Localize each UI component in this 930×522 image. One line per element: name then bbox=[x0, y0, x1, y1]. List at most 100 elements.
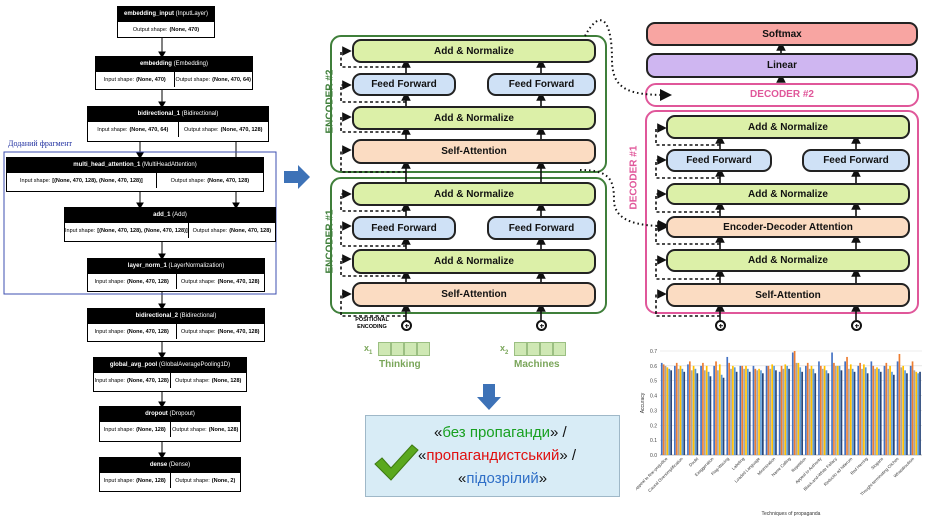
bar bbox=[823, 365, 826, 455]
enc1-self-attention: Self-Attention bbox=[352, 282, 596, 307]
bar bbox=[893, 374, 895, 455]
bar bbox=[791, 352, 794, 455]
softmax-block: Softmax bbox=[646, 22, 918, 46]
bar bbox=[762, 373, 764, 455]
bar bbox=[773, 365, 775, 455]
checkmark-icon bbox=[374, 444, 419, 481]
bar bbox=[687, 364, 689, 455]
enc2-add-normalize-top: Add & Normalize bbox=[352, 39, 596, 63]
bar bbox=[690, 370, 693, 455]
enc1-feed-forward-2: Feed Forward bbox=[487, 216, 596, 240]
layer-multi-head-attention: multi_head_attention_1 (MultiHeadAttenti… bbox=[6, 157, 264, 192]
y-tick-label: 0.6 bbox=[650, 364, 657, 370]
x-tick-label: Doubt bbox=[688, 456, 700, 468]
bar bbox=[674, 365, 676, 455]
bar bbox=[831, 352, 833, 455]
input-embedding-2 bbox=[514, 342, 566, 356]
dec1-self-attention: Self-Attention bbox=[666, 283, 910, 307]
result-line-propaganda: «пропагандистський» / bbox=[418, 447, 577, 464]
bar bbox=[771, 364, 774, 455]
y-tick-label: 0.3 bbox=[650, 408, 657, 414]
layer-bidirectional-1: bidirectional_1 (Bidirectional) Input sh… bbox=[87, 106, 269, 142]
bar bbox=[726, 356, 729, 455]
bar bbox=[836, 365, 839, 455]
bar bbox=[913, 370, 916, 455]
positional-encoding-label: POSITIONAL ENCODING bbox=[355, 317, 389, 330]
bar bbox=[887, 368, 890, 455]
bar bbox=[917, 373, 920, 455]
enc1-add-normalize-bottom: Add & Normalize bbox=[352, 249, 596, 274]
bar bbox=[760, 370, 762, 455]
enc2-self-attention: Self-Attention bbox=[352, 139, 596, 164]
bar bbox=[805, 365, 807, 455]
bar bbox=[874, 368, 876, 455]
y-axis-label: Accuracy bbox=[640, 392, 646, 413]
layer-global-avg-pool: global_avg_pool (GlobalAveragePooling1D)… bbox=[93, 357, 247, 392]
enc1-feed-forward-1: Feed Forward bbox=[352, 216, 456, 240]
bar bbox=[883, 365, 886, 455]
bar bbox=[870, 361, 873, 455]
bar bbox=[915, 371, 918, 455]
bar bbox=[752, 365, 755, 455]
bar bbox=[718, 364, 721, 455]
keras-connectors bbox=[3, 38, 277, 459]
bar bbox=[700, 365, 702, 455]
bar bbox=[758, 368, 760, 455]
bar bbox=[904, 370, 906, 455]
bar bbox=[833, 362, 835, 455]
bar bbox=[677, 368, 680, 455]
plus-icon bbox=[715, 320, 726, 331]
bar bbox=[806, 362, 809, 455]
y-tick-label: 0.5 bbox=[650, 379, 657, 385]
dec1-add-normalize-middle: Add & Normalize bbox=[666, 183, 910, 205]
bar bbox=[859, 362, 861, 455]
bar bbox=[733, 367, 736, 455]
bar bbox=[730, 368, 732, 455]
bar bbox=[743, 368, 745, 455]
bar bbox=[848, 368, 850, 455]
bar bbox=[666, 367, 669, 455]
bar bbox=[702, 362, 704, 455]
decoder2-label: DECODER #2 bbox=[750, 89, 814, 100]
bar bbox=[662, 364, 665, 455]
bar bbox=[849, 364, 852, 455]
bar bbox=[902, 365, 905, 455]
bar bbox=[660, 362, 663, 455]
bar bbox=[681, 368, 684, 455]
bar bbox=[840, 370, 843, 455]
bar bbox=[688, 361, 691, 455]
bar bbox=[906, 373, 908, 455]
bar bbox=[786, 365, 789, 455]
bar bbox=[692, 365, 695, 455]
bar bbox=[670, 370, 672, 455]
layer-layer-norm: layer_norm_1 (LayerNormalization) Input … bbox=[87, 258, 265, 292]
bar bbox=[788, 368, 790, 455]
bar bbox=[748, 371, 751, 455]
layer-dropout: dropout (Dropout) Input shape:(None, 128… bbox=[99, 406, 241, 442]
enc2-add-normalize-bottom: Add & Normalize bbox=[352, 106, 596, 130]
bar bbox=[765, 365, 768, 455]
bar bbox=[857, 365, 860, 455]
bar bbox=[801, 371, 803, 455]
dec1-add-normalize-top: Add & Normalize bbox=[666, 115, 910, 139]
bar bbox=[705, 365, 708, 455]
bar bbox=[732, 365, 734, 455]
y-tick-label: 0.7 bbox=[650, 349, 657, 355]
layer-dense: dense (Dense) Input shape:(None, 128) Ou… bbox=[99, 457, 241, 492]
y-tick-label: 0.2 bbox=[650, 423, 657, 429]
bar bbox=[778, 371, 781, 455]
bar bbox=[861, 368, 863, 455]
linear-block: Linear bbox=[646, 53, 918, 78]
bar bbox=[769, 368, 772, 455]
bar bbox=[722, 377, 725, 455]
plus-icon bbox=[851, 320, 862, 331]
layer-add: add_1 (Add) Input shape:[(None, 470, 128… bbox=[64, 207, 276, 242]
enc2-feed-forward-2: Feed Forward bbox=[487, 73, 596, 96]
bar bbox=[717, 370, 719, 455]
bar bbox=[720, 374, 723, 455]
bar bbox=[919, 371, 921, 455]
down-arrow-icon bbox=[477, 384, 501, 410]
bar bbox=[810, 365, 813, 455]
